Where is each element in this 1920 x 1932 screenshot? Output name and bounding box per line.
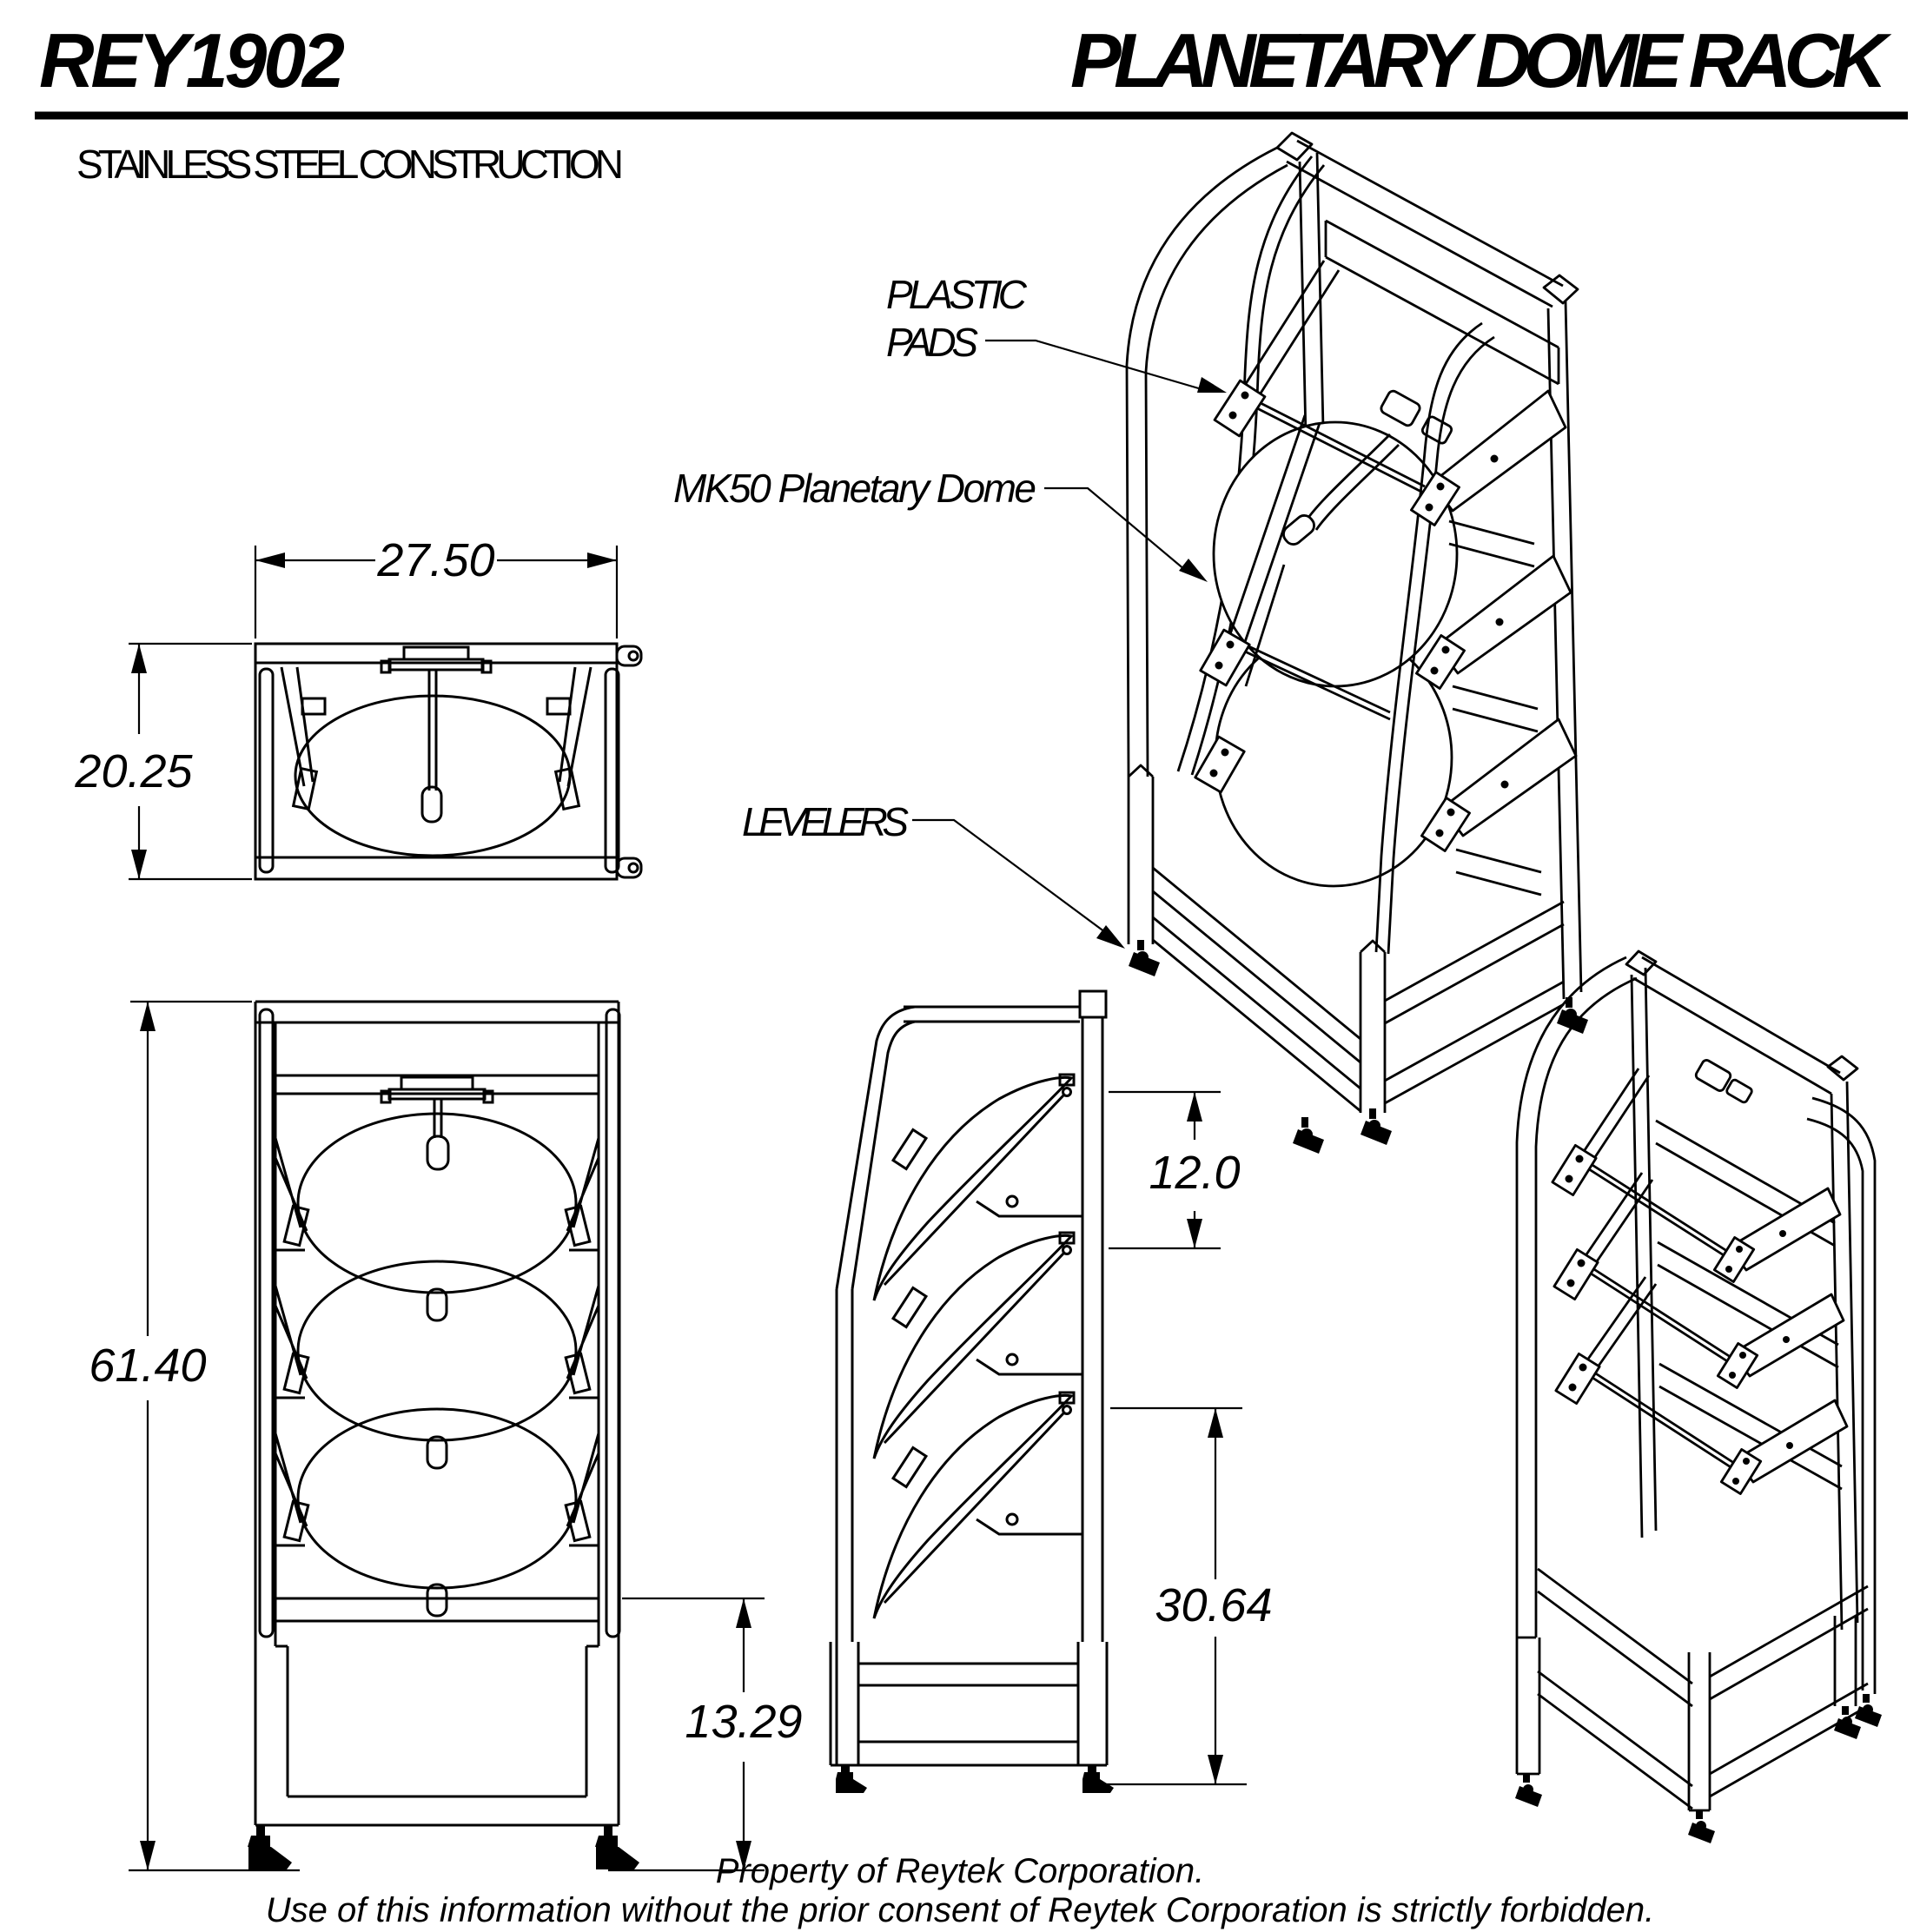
side-domes (872, 1073, 1082, 1619)
side-levelers (836, 1765, 1114, 1793)
header: REY1902 PLANETARY DOME RACK STAINLESS ST… (35, 17, 1908, 187)
dim-lower-mount-height: 30.64 (1155, 1579, 1272, 1631)
leader-levelers (912, 818, 1106, 933)
top-view (254, 642, 643, 881)
front-view (248, 1000, 639, 1869)
footer-line1: Property of Reytek Corporation. (716, 1852, 1204, 1890)
dim-dome-pitch: 12.0 (1149, 1147, 1240, 1199)
footer-line2: Use of this information without the prio… (266, 1891, 1655, 1929)
iso2-levelers (1515, 1694, 1882, 1843)
iso-casters (1129, 940, 1588, 1154)
front-levelers (248, 1825, 639, 1869)
dim-base-height: 13.29 (685, 1696, 802, 1748)
footer: Property of Reytek Corporation. Use of t… (266, 1852, 1655, 1929)
top-view-dimensions: 27.50 20.25 (74, 534, 619, 881)
part-number: REY1902 (39, 17, 345, 103)
label-plastic-pads-line1: PLASTIC (886, 272, 1028, 317)
iso-view-empty (1515, 949, 1882, 1843)
front-view-dimensions: 61.40 13.29 (89, 1000, 803, 1872)
side-view-dimensions: 12.0 30.64 (1105, 1090, 1273, 1786)
front-braces (274, 1137, 600, 1547)
dim-overall-height: 61.40 (89, 1340, 206, 1392)
dim-top-depth: 20.25 (74, 745, 193, 797)
label-levelers: LEVELERS (742, 799, 909, 844)
callouts: PLASTIC PADS MK50 Planetary Dome LEVELER… (673, 272, 1227, 949)
page-title: PLANETARY DOME RACK (1070, 17, 1891, 103)
label-dome: MK50 Planetary Dome (673, 466, 1036, 511)
side-view (829, 989, 1114, 1793)
dim-top-width: 27.50 (376, 534, 494, 586)
label-plastic-pads-line2: PADS (886, 320, 978, 365)
material-note: STAINLESS STEEL CONSTRUCTION (76, 142, 624, 187)
leader-dome (1044, 486, 1186, 571)
iso-view-loaded (1125, 131, 1588, 1154)
leader-plastic-pads (985, 339, 1202, 391)
